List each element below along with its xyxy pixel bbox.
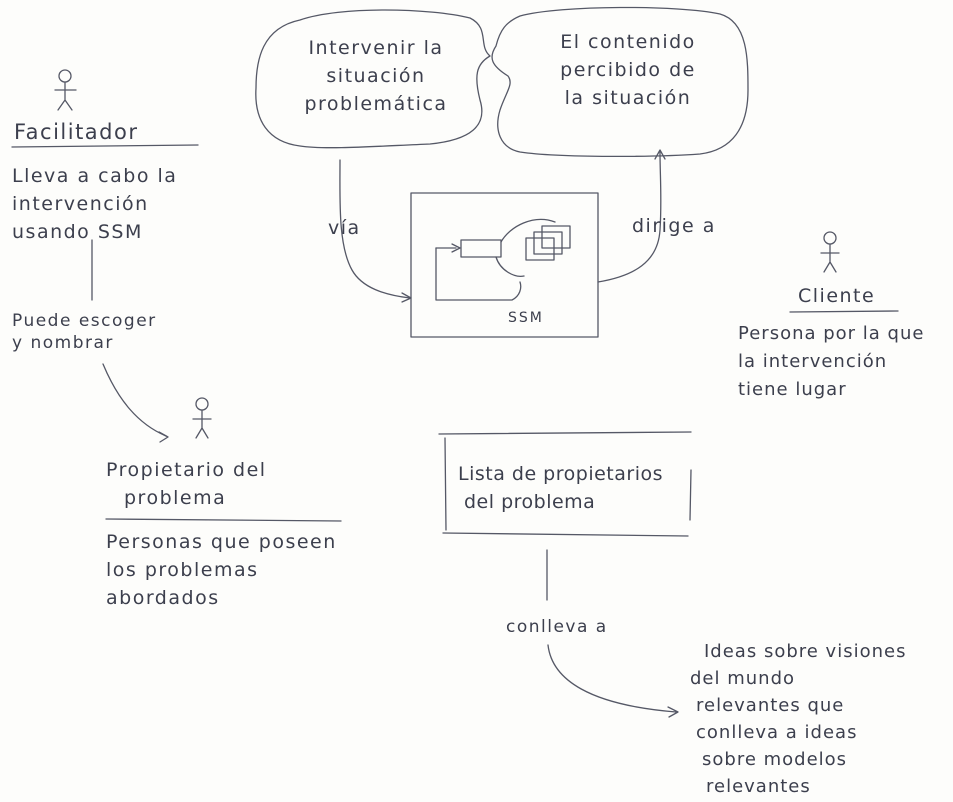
propietario-description-line: los problemas (106, 559, 259, 581)
propietario-name-line: Propietario del (106, 459, 267, 481)
ssm-box-frame (410, 192, 599, 338)
cliente-description-line: la intervención (738, 351, 888, 372)
cloud-left-line: situación (326, 65, 426, 87)
cloud-left-line: problemática (304, 93, 448, 115)
ideas-line: del mundo (690, 668, 796, 689)
facilitador-underline (11, 144, 199, 148)
cliente-name: Cliente (798, 285, 876, 307)
ideas-line: conlleva a ideas (696, 722, 858, 743)
cliente-description-line: tiene lugar (738, 379, 847, 400)
propietario-underline (105, 518, 342, 522)
ideas-line: sobre modelos (702, 749, 848, 770)
arrow-label-puede-line: y nombrar (12, 333, 114, 353)
ideas-line: relevantes (706, 776, 811, 797)
cloud-right-line: percibido de (560, 59, 696, 81)
cliente-description-line: Persona por la que (738, 323, 925, 344)
ssm-label: SSM (508, 310, 544, 326)
arrow-label-conlleva: conlleva a (506, 617, 608, 637)
propietario-description-line: abordados (106, 587, 220, 609)
cloud-left-shape (255, 9, 491, 149)
propietario-name-line: problema (124, 487, 227, 509)
cloud-left-text: Intervenir la situación problemática (286, 34, 466, 118)
propietario-name: Propietario del problema (106, 456, 267, 512)
arrow-label-via: vía (328, 217, 361, 239)
facilitador-name: Facilitador (14, 120, 139, 144)
facilitador-description: Lleva a cabo la intervención usando SSM (12, 162, 177, 246)
cliente-underline (789, 310, 899, 313)
cloud-right-line: la situación (564, 87, 692, 109)
cloud-right-line: El contenido (560, 31, 696, 53)
cliente-description: Persona por la que la intervención tiene… (738, 320, 924, 404)
cloud-left-line: Intervenir la (308, 37, 444, 59)
facilitador-description-line: usando SSM (12, 221, 143, 243)
list-box-frame (438, 431, 692, 537)
ideas-line: relevantes que (696, 695, 845, 716)
facilitador-description-line: Lleva a cabo la (12, 165, 178, 187)
arrow-label-dirige: dirige a (632, 215, 716, 237)
list-box-line: Lista de propietarios (458, 463, 663, 485)
ideas-line: Ideas sobre visiones (704, 641, 907, 662)
facilitador-description-line: intervención (12, 193, 149, 215)
list-box-text: Lista de propietarios del problema (458, 460, 663, 516)
cloud-right-text: El contenido percibido de la situación (528, 28, 728, 112)
ideas-text: Ideas sobre visiones del mundo relevante… (690, 638, 906, 800)
propietario-description: Personas que poseen los problemas aborda… (106, 528, 337, 612)
list-box-line: del problema (464, 491, 596, 513)
arrow-label-puede: Puede escoger y nombrar (12, 310, 157, 354)
arrow-label-puede-line: Puede escoger (12, 311, 157, 331)
propietario-description-line: Personas que poseen (106, 531, 337, 553)
cloud-right-shape (491, 6, 749, 158)
